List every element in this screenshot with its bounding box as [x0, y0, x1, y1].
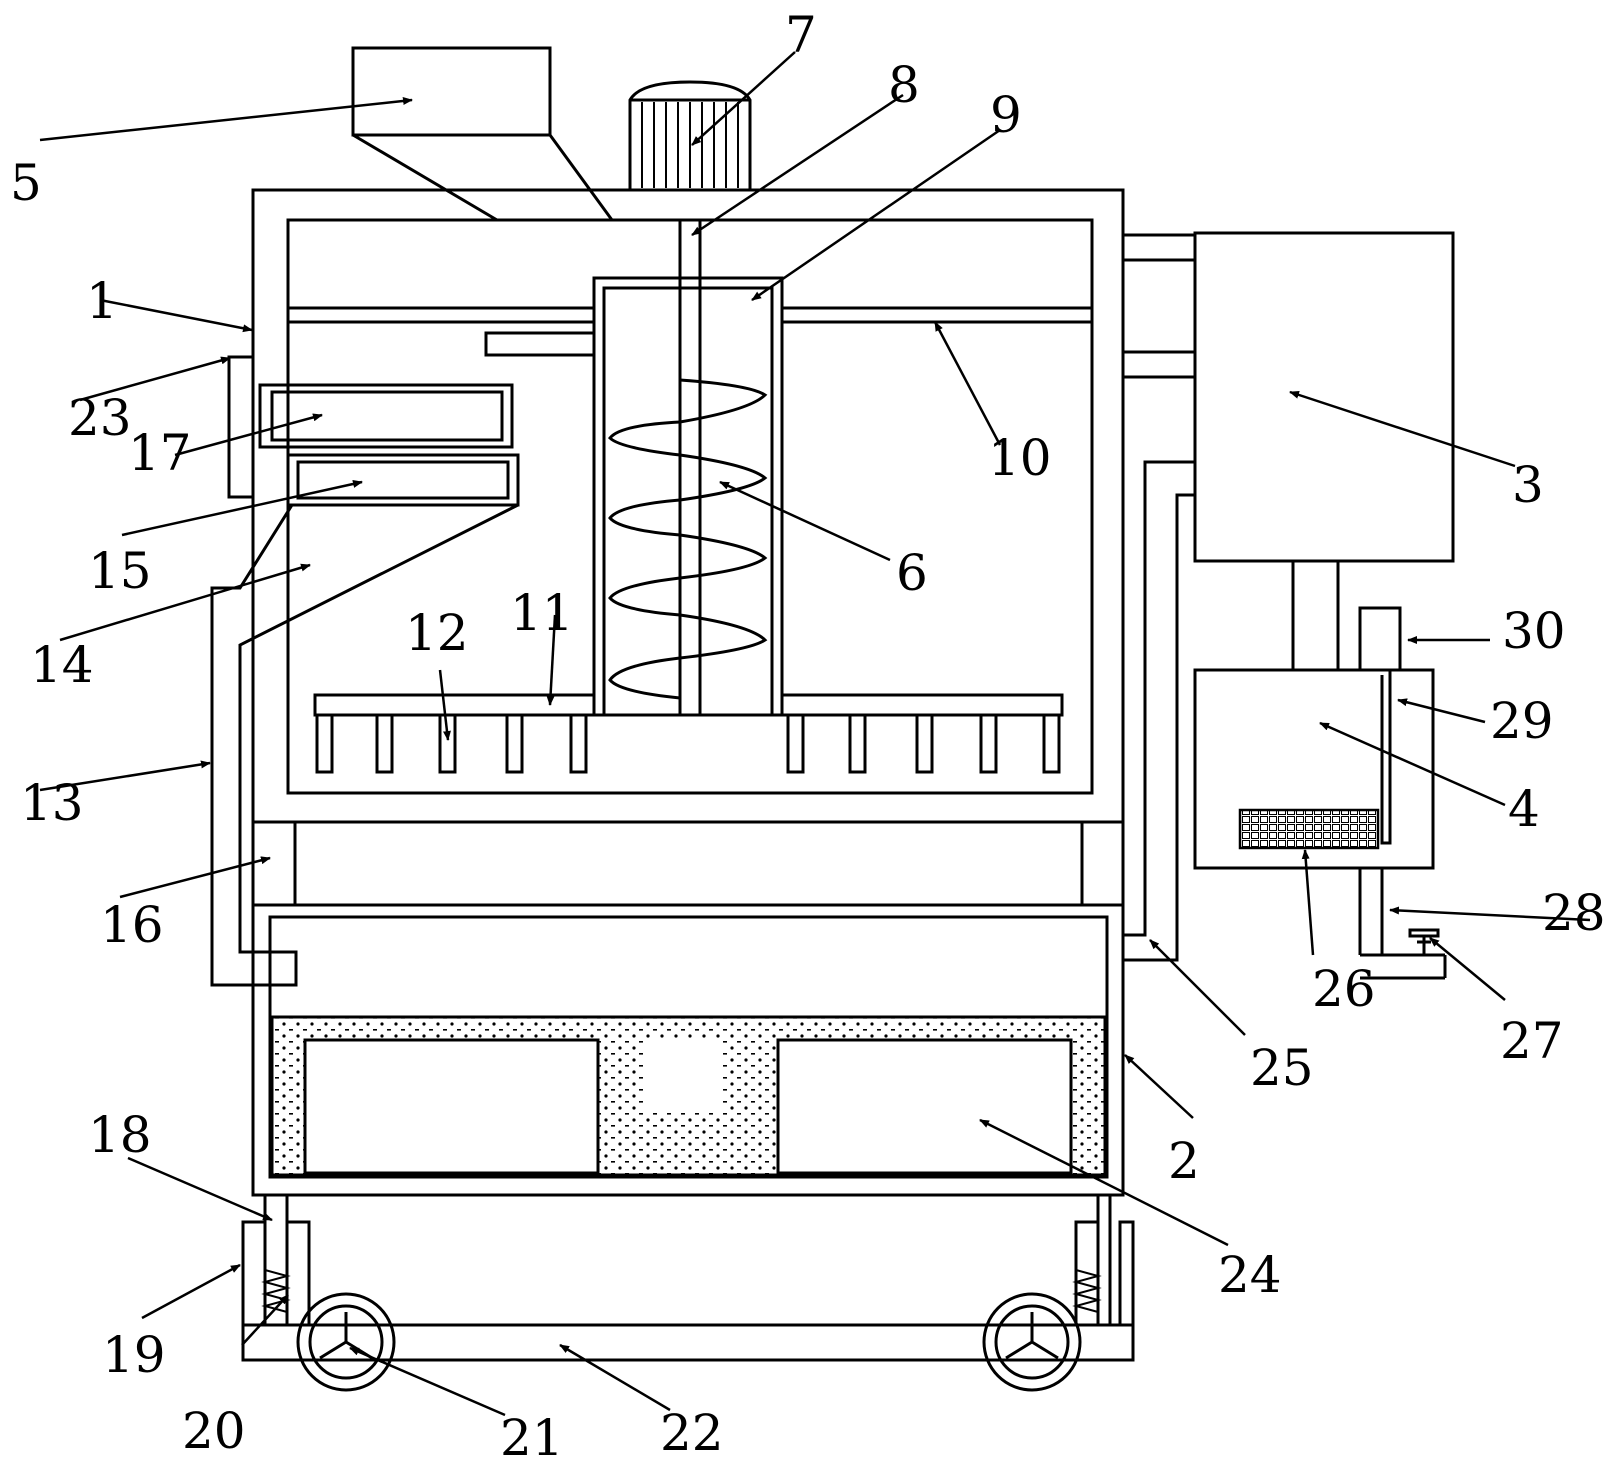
main-frame — [251, 188, 1125, 1197]
callout-25: 25 — [1250, 1039, 1314, 1097]
callout-24: 24 — [1218, 1246, 1282, 1304]
callout-23: 23 — [68, 389, 132, 447]
callout-18: 18 — [88, 1106, 152, 1164]
callout-1: 1 — [86, 272, 118, 330]
stirring-frame — [313, 693, 1064, 774]
motor — [628, 80, 752, 190]
callout-labels: 1 2 3 4 5 6 7 8 9 10 11 12 13 14 15 16 1… — [10, 6, 1603, 1466]
callout-22: 22 — [660, 1404, 724, 1461]
mobile-base — [241, 1193, 1135, 1392]
callout-8: 8 — [888, 56, 920, 114]
lower-chamber — [268, 915, 1109, 1179]
callout-10: 10 — [988, 429, 1052, 487]
callout-21: 21 — [500, 1409, 564, 1461]
callout-11: 11 — [510, 584, 574, 642]
callout-13: 13 — [20, 774, 84, 832]
callout-2: 2 — [1168, 1132, 1200, 1190]
discharge-assembly — [210, 331, 596, 987]
callout-12: 12 — [405, 604, 469, 662]
callout-6: 6 — [896, 544, 928, 602]
callout-15: 15 — [88, 542, 152, 600]
callout-26: 26 — [1312, 960, 1376, 1018]
callout-4: 4 — [1508, 780, 1540, 838]
callout-3: 3 — [1512, 456, 1544, 514]
feed-hopper — [351, 46, 614, 222]
callout-17: 17 — [128, 424, 192, 482]
callout-5: 5 — [10, 154, 42, 212]
callout-20: 20 — [182, 1402, 246, 1460]
callout-28: 28 — [1542, 884, 1603, 942]
callout-7: 7 — [785, 6, 817, 64]
leader-lines — [39, 51, 1591, 1417]
callout-19: 19 — [102, 1326, 166, 1384]
callout-30: 30 — [1502, 602, 1566, 660]
callout-9: 9 — [990, 86, 1022, 144]
screw-conveyor — [592, 220, 784, 717]
water-system — [1121, 231, 1455, 980]
callout-16: 16 — [100, 896, 164, 954]
callout-27: 27 — [1500, 1012, 1564, 1070]
callout-14: 14 — [30, 636, 94, 694]
callout-29: 29 — [1490, 692, 1554, 750]
